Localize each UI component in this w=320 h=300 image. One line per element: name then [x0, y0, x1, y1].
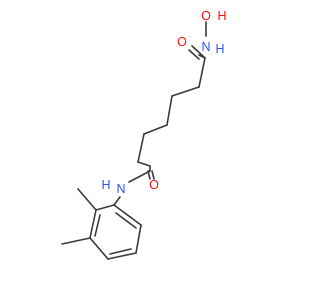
methyl-bond-upper: [77, 188, 97, 211]
ring-double-2: [109, 248, 132, 255]
bond-c1-c2: [198, 57, 206, 88]
atom-n-top: N: [201, 40, 210, 54]
ring-bond-4: [107, 252, 137, 260]
ring-double-3: [115, 212, 137, 229]
bond-c2-c3: [171, 86, 200, 97]
atom-o-top: O: [177, 35, 187, 49]
atom-n-bottom: N: [116, 182, 125, 196]
ring-bond-5: [135, 224, 142, 254]
molecule-diagram: O N H O H O N H: [61, 9, 227, 260]
atom-h-bottom: H: [101, 178, 110, 192]
bond-c6-c7: [137, 161, 151, 167]
bond-c4-c5: [143, 124, 168, 135]
bond-c1-o-double-a: [191, 45, 206, 59]
atom-o-hydroxyl: O: [201, 9, 211, 23]
ring-bond-6: [113, 204, 142, 226]
atom-h-top: H: [215, 42, 224, 56]
molecule-structure: O N H O H O N H: [61, 9, 227, 260]
bond-c1-o-double-b: [188, 49, 200, 60]
methyl-bond-lower: [61, 237, 91, 245]
bond-c5-c6: [137, 133, 145, 163]
ring-bond-3: [89, 237, 109, 260]
ring-bond-1: [95, 204, 115, 211]
bond-n-ring: [113, 196, 121, 206]
ring-double-1: [94, 214, 101, 237]
atom-h-hydroxyl: H: [217, 9, 226, 23]
bond-c8-n-lower: [128, 170, 151, 183]
bond-c8-o-double-b: [151, 170, 155, 180]
ring-bond-2: [89, 209, 97, 239]
bond-c3-c4: [166, 95, 173, 126]
atom-o-bottom: O: [149, 178, 159, 192]
